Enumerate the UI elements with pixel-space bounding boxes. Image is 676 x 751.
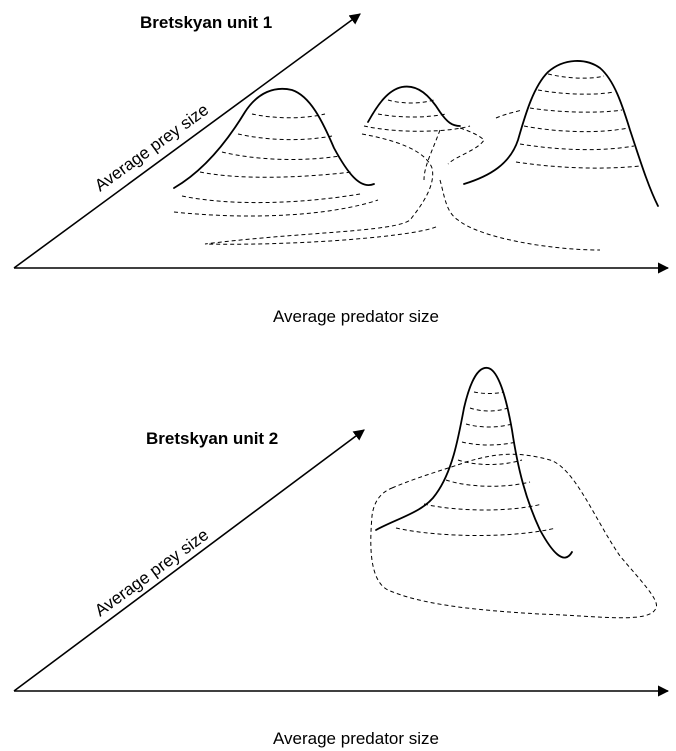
peak-contour — [395, 527, 557, 536]
valley-contour — [447, 127, 485, 165]
panel-2-x-axis-label: Average predator size — [273, 729, 439, 748]
hill-right-contour — [519, 143, 635, 151]
hill-left-outline — [173, 88, 375, 189]
hill-right-contour — [523, 125, 629, 133]
hill-middle-contour — [387, 99, 435, 104]
panel-1: Bretskyan unit 1 Average prey size Avera… — [13, 13, 670, 326]
hill-left-contour — [199, 171, 353, 178]
hill-right-outline — [463, 60, 659, 207]
peak-contour — [445, 479, 531, 487]
panel-2-title: Bretskyan unit 2 — [146, 429, 278, 448]
panel-1-hill-left — [173, 88, 379, 217]
hill-right-contour — [515, 161, 641, 169]
valley-contour — [204, 133, 439, 245]
hill-left-contour — [181, 193, 361, 204]
panel-1-hill-right — [463, 60, 659, 207]
panel-1-y-axis-label: Average prey size — [91, 100, 212, 195]
hill-left-contour — [251, 113, 326, 119]
peak-contour — [423, 503, 543, 511]
hill-middle-outline — [367, 85, 461, 127]
peak-contour — [461, 441, 517, 446]
valley-contour — [423, 129, 441, 181]
panel-1-x-axis-label: Average predator size — [273, 307, 439, 326]
panel-2-peak — [370, 367, 657, 619]
hill-right-contour — [537, 89, 615, 95]
hill-middle-contour — [377, 113, 447, 118]
hill-left-contour — [173, 199, 379, 217]
panel-1-y-axis — [13, 13, 361, 269]
panel-2: Bretskyan unit 2 Average prey size Avera… — [13, 367, 670, 748]
valley-contour — [439, 179, 601, 251]
valley-contour — [495, 109, 523, 119]
hill-right-contour — [529, 107, 623, 113]
peak-contour — [469, 407, 509, 412]
panel-2-y-axis-label: Average prey size — [91, 525, 212, 620]
hill-left-contour — [221, 151, 341, 160]
hill-right-contour — [547, 73, 605, 79]
panel-1-title: Bretskyan unit 1 — [140, 13, 272, 32]
panel-1-valley — [204, 109, 601, 251]
peak-base-contour — [370, 453, 657, 619]
peak-contour — [457, 459, 523, 465]
hill-middle-contour — [363, 125, 471, 132]
panel-2-y-axis — [13, 429, 365, 692]
peak-contour — [465, 423, 513, 428]
peak-contour — [473, 391, 505, 394]
hill-left-contour — [237, 133, 333, 141]
panel-1-hill-middle — [363, 85, 471, 132]
peak-outline — [375, 367, 573, 559]
